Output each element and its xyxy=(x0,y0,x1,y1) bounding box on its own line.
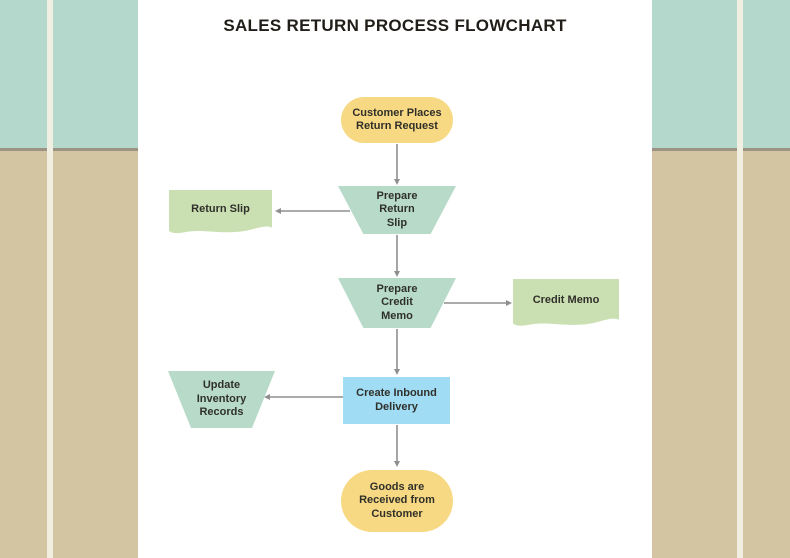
background-stripe-right xyxy=(737,0,743,558)
node-label: Customer Places Return Request xyxy=(352,106,442,133)
page-title: SALES RETURN PROCESS FLOWCHART xyxy=(223,16,567,35)
node-credit-memo: Credit Memo xyxy=(513,279,619,330)
node-label: Return Slip xyxy=(191,203,250,216)
background-stripe-left xyxy=(47,0,53,558)
node-label: Create Inbound Delivery xyxy=(356,387,437,413)
node-label: Prepare Credit Memo xyxy=(376,282,418,322)
node-customer-places-return-request: Customer Places Return Request xyxy=(341,97,453,143)
node-label: Goods are Received from Customer xyxy=(359,480,435,520)
node-goods-received-from-customer: Goods are Received from Customer xyxy=(341,470,453,532)
node-label: Update Inventory Records xyxy=(196,379,247,419)
node-prepare-credit-memo: Prepare Credit Memo xyxy=(338,278,456,328)
node-label: Credit Memo xyxy=(532,294,600,307)
document-shape xyxy=(513,279,619,326)
document-shape xyxy=(169,190,272,234)
node-create-inbound-delivery: Create Inbound Delivery xyxy=(343,377,450,424)
node-return-slip: Return Slip xyxy=(169,190,272,237)
node-label: Prepare Return Slip xyxy=(376,189,418,229)
